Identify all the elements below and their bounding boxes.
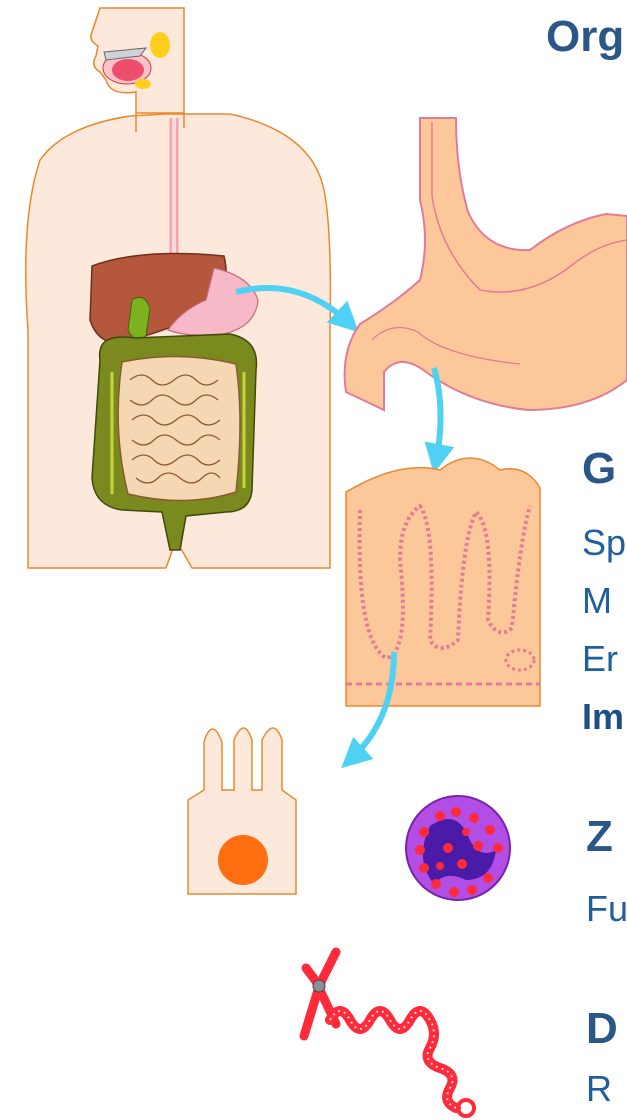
section-heading-g: G	[582, 444, 616, 494]
section-heading-d: D	[586, 1004, 618, 1054]
arrow-to-villi	[434, 368, 441, 462]
epithelial-cell-icon	[188, 728, 296, 894]
page-title: Org	[546, 12, 624, 62]
section-heading-z: Z	[586, 812, 613, 862]
nucleus-icon	[218, 835, 268, 885]
granulocyte-icon	[406, 796, 510, 900]
chromosome-dna-icon	[304, 952, 474, 1116]
intestinal-villi-icon	[346, 458, 540, 706]
section-d-line-1: R	[586, 1068, 612, 1110]
stomach-icon	[345, 118, 627, 410]
section-g-line-2: M	[582, 580, 612, 622]
section-g-line-1: Sp	[582, 522, 626, 564]
section-z-line-1: Fu	[586, 888, 627, 930]
section-g-line-3: Er	[582, 638, 618, 680]
section-g-line-4: Im	[582, 696, 624, 738]
